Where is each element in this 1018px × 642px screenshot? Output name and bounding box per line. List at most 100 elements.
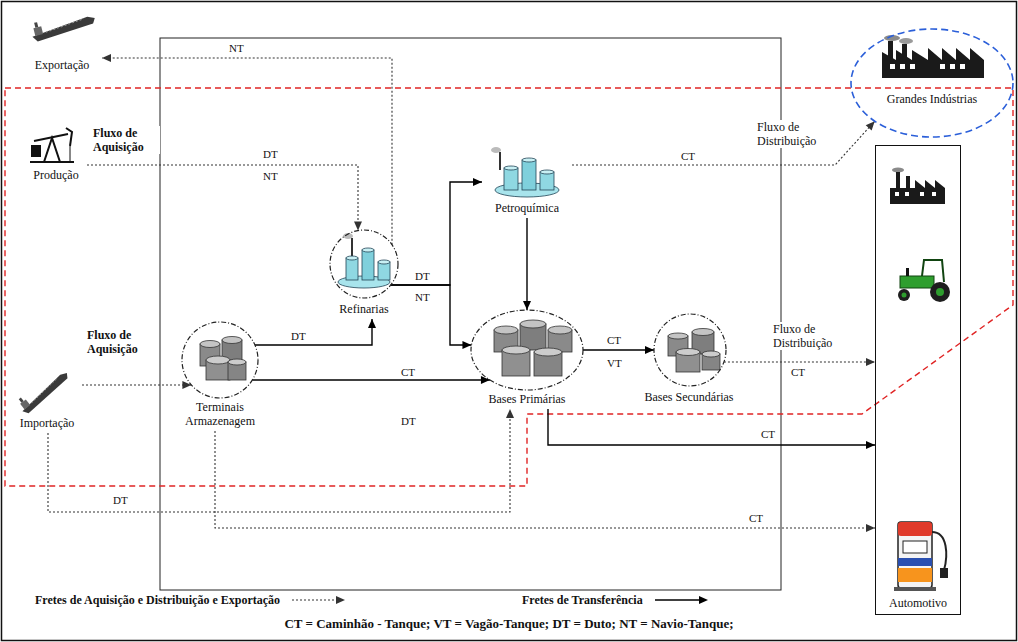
arrow-head [462, 341, 471, 349]
edge-label: CT [790, 366, 806, 379]
arrow-head [182, 381, 191, 389]
arrow-head [473, 178, 482, 186]
petrochemical-node: Petroquímica [482, 145, 572, 218]
node-outline [471, 310, 583, 390]
legend-sample [653, 595, 709, 605]
arrow-head [523, 301, 531, 310]
refinery-node: Refinarias [322, 228, 406, 319]
connector-line [87, 165, 358, 231]
legend-text: Fretes de Transferência [522, 593, 643, 607]
transfer-connector [255, 319, 376, 345]
mode-label: DT [400, 415, 417, 428]
node-label: Bases Secundárias [628, 390, 750, 404]
legend-line [655, 599, 700, 600]
node-outline [851, 29, 1013, 137]
connector-line [583, 349, 654, 350]
primary-base-node: Bases Primárias [465, 308, 589, 409]
node-outline [182, 322, 258, 398]
legend-line [292, 599, 337, 600]
arrow-head [368, 319, 376, 328]
freight-connector [48, 409, 514, 512]
legend-item: Fretes de Aquisição e Distribuição e Exp… [35, 593, 346, 607]
freight-connector [724, 358, 875, 366]
export-node: Exportação [22, 10, 102, 75]
node-label: Terminais Armazenagem [172, 400, 268, 428]
arrow-head [102, 54, 111, 62]
freight-connector [87, 165, 362, 231]
edge-label: CT [400, 366, 416, 379]
connector-line [391, 182, 482, 285]
mode-label: NT [262, 170, 279, 183]
node-label: Exportação [22, 58, 102, 72]
tank-icon [494, 320, 572, 376]
consumer-box: Automotivo [875, 145, 961, 615]
tank-icon [668, 329, 720, 373]
factory-icon [882, 35, 984, 78]
connector-line [255, 319, 372, 345]
edge-label: CT [748, 512, 764, 525]
arrow-head [699, 596, 708, 604]
factory-icon [890, 168, 945, 205]
arrow-head [481, 376, 490, 384]
secondary-base-node: Bases Secundárias [628, 312, 750, 407]
arrow-head [866, 358, 875, 366]
connector-line [82, 384, 191, 385]
tank-icon [200, 337, 246, 381]
ship-icon [15, 366, 72, 415]
arrow-head [866, 441, 875, 449]
connector-line [252, 379, 490, 380]
flow-label: Fluxo de Aquisição [92, 126, 160, 154]
terminal-node: Terminais Armazenagem [172, 320, 268, 431]
flow-label: Fluxo de Distribuição [756, 120, 838, 148]
flow-label: Fluxo de Distribuição [772, 322, 854, 350]
import-node: Importação [12, 372, 82, 433]
transfer-connector [391, 285, 472, 349]
connector-line [548, 409, 875, 445]
tractor-icon [898, 260, 950, 302]
node-label: Grandes Indústrias [850, 92, 1014, 106]
arrow-head [354, 222, 362, 231]
abbreviation-note: CT = Caminhão - Tanque; VT = Vagão-Tanqu… [283, 616, 734, 631]
legend-sample [290, 595, 346, 605]
edge-label: DT [262, 148, 279, 161]
transfer-connector [252, 376, 490, 384]
fuel-pump-icon [894, 522, 948, 591]
edge-label: NT [414, 291, 431, 304]
connector-line [526, 218, 527, 310]
node-label: Produção [25, 168, 87, 182]
refinery-icon [338, 233, 390, 288]
legend-text: Fretes de Aquisição e Distribuição e Exp… [35, 593, 280, 607]
edge-label: CT [760, 428, 776, 441]
edge-label: DT [414, 270, 431, 283]
node-label: Automotivo [876, 596, 960, 610]
ship-icon [29, 8, 97, 42]
transfer-connector [391, 178, 482, 285]
edge-label: CT [606, 334, 622, 347]
node-outline [850, 28, 1014, 138]
edge-label: CT [680, 150, 696, 163]
node-label: Refinarias [322, 302, 406, 316]
arrow-head [866, 121, 875, 130]
connector-line [391, 285, 472, 345]
arrow-head [866, 524, 875, 532]
edge-label: NT [228, 42, 245, 55]
arrow-head [336, 596, 345, 604]
edge-label: DT [112, 494, 129, 507]
legend-item: Fretes de Transferência [522, 593, 709, 607]
freight-connector [82, 381, 191, 389]
acquisition-region [5, 88, 1013, 486]
node-label: Petroquímica [482, 201, 572, 215]
connector-line [48, 409, 510, 512]
node-label: Bases Primárias [465, 392, 589, 406]
edge-label: DT [290, 330, 307, 343]
arrow-head [506, 409, 514, 418]
arrow-head [645, 346, 654, 354]
node-outline [654, 314, 726, 386]
freight-connector [215, 431, 875, 532]
flow-label: Fluxo de Aquisição [86, 328, 154, 356]
oil-pump-icon [30, 128, 74, 162]
